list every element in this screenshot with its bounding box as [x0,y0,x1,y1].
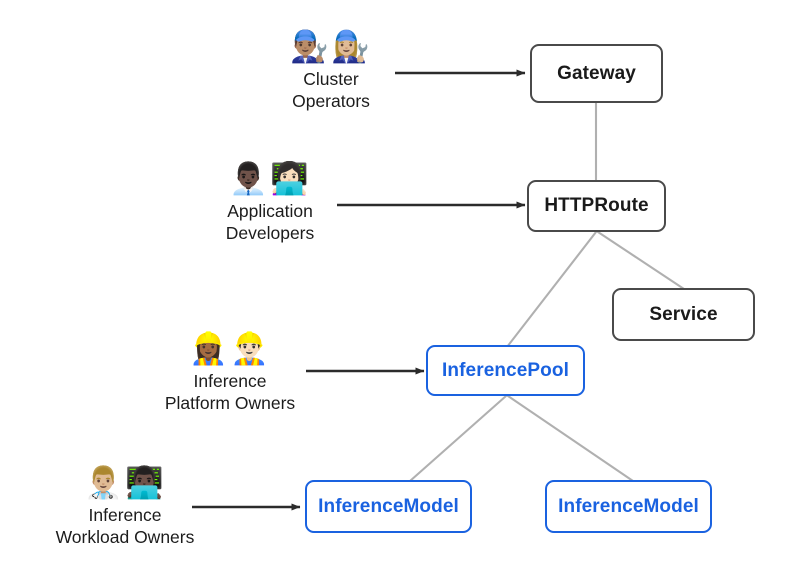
inference-workload-owners-label-line2: Workload Owners [55,526,195,547]
edge-inferencepool-inferencemodel1 [408,394,508,483]
inference-platform-owners-label: Inference Platform Owners [165,371,295,414]
node-gateway[interactable]: Gateway [530,44,663,103]
application-developers-label: Application Developers [226,201,315,244]
node-inferencemodel-1[interactable]: InferenceModel [305,480,472,533]
cluster-operators-label-line1: Cluster [303,69,359,89]
node-service[interactable]: Service [612,288,755,341]
node-httproute-label: HTTPRoute [544,195,649,216]
inference-workload-owners-label: Inference Workload Owners [56,505,195,548]
application-developers-label-line1: Application [227,201,313,221]
inference-platform-owners-icons: 👷🏾‍♀️👷🏻‍♂️ [189,330,271,366]
application-developers-icons: 👨🏿‍💼👩🏻‍💻 [229,160,311,196]
cluster-operators-label: Cluster Operators [292,69,370,112]
persona-application-developers[interactable]: 👨🏿‍💼👩🏻‍💻 Application Developers [155,160,385,244]
node-inferencemodel-1-label: InferenceModel [318,495,459,517]
edge-httproute-service [596,230,686,291]
node-httproute[interactable]: HTTPRoute [527,180,666,232]
inference-platform-owners-label-line1: Inference [193,371,267,391]
node-inferencemodel-2-label: InferenceModel [558,495,699,517]
inference-workload-owners-icons: 👨🏼‍⚕️👨🏿‍💻 [84,464,166,500]
edge-httproute-inferencepool [505,230,598,349]
edge-inferencepool-inferencemodel2 [506,394,635,483]
application-developers-label-line2: Developers [225,222,315,243]
node-inferencemodel-2[interactable]: InferenceModel [545,480,712,533]
node-gateway-label: Gateway [557,62,636,84]
inference-platform-owners-label-line2: Platform Owners [164,392,296,413]
node-service-label: Service [649,303,718,325]
node-inferencepool-label: InferencePool [442,359,569,381]
cluster-operators-label-line2: Operators [292,90,370,111]
node-inferencepool[interactable]: InferencePool [426,345,585,396]
persona-inference-platform-owners[interactable]: 👷🏾‍♀️👷🏻‍♂️ Inference Platform Owners [115,330,345,414]
cluster-operators-icons: 👨🏽‍🔧👩🏼‍🔧 [290,28,372,64]
persona-cluster-operators[interactable]: 👨🏽‍🔧👩🏼‍🔧 Cluster Operators [216,28,446,112]
inference-workload-owners-label-line1: Inference [88,505,162,525]
persona-inference-workload-owners[interactable]: 👨🏼‍⚕️👨🏿‍💻 Inference Workload Owners [10,464,240,548]
